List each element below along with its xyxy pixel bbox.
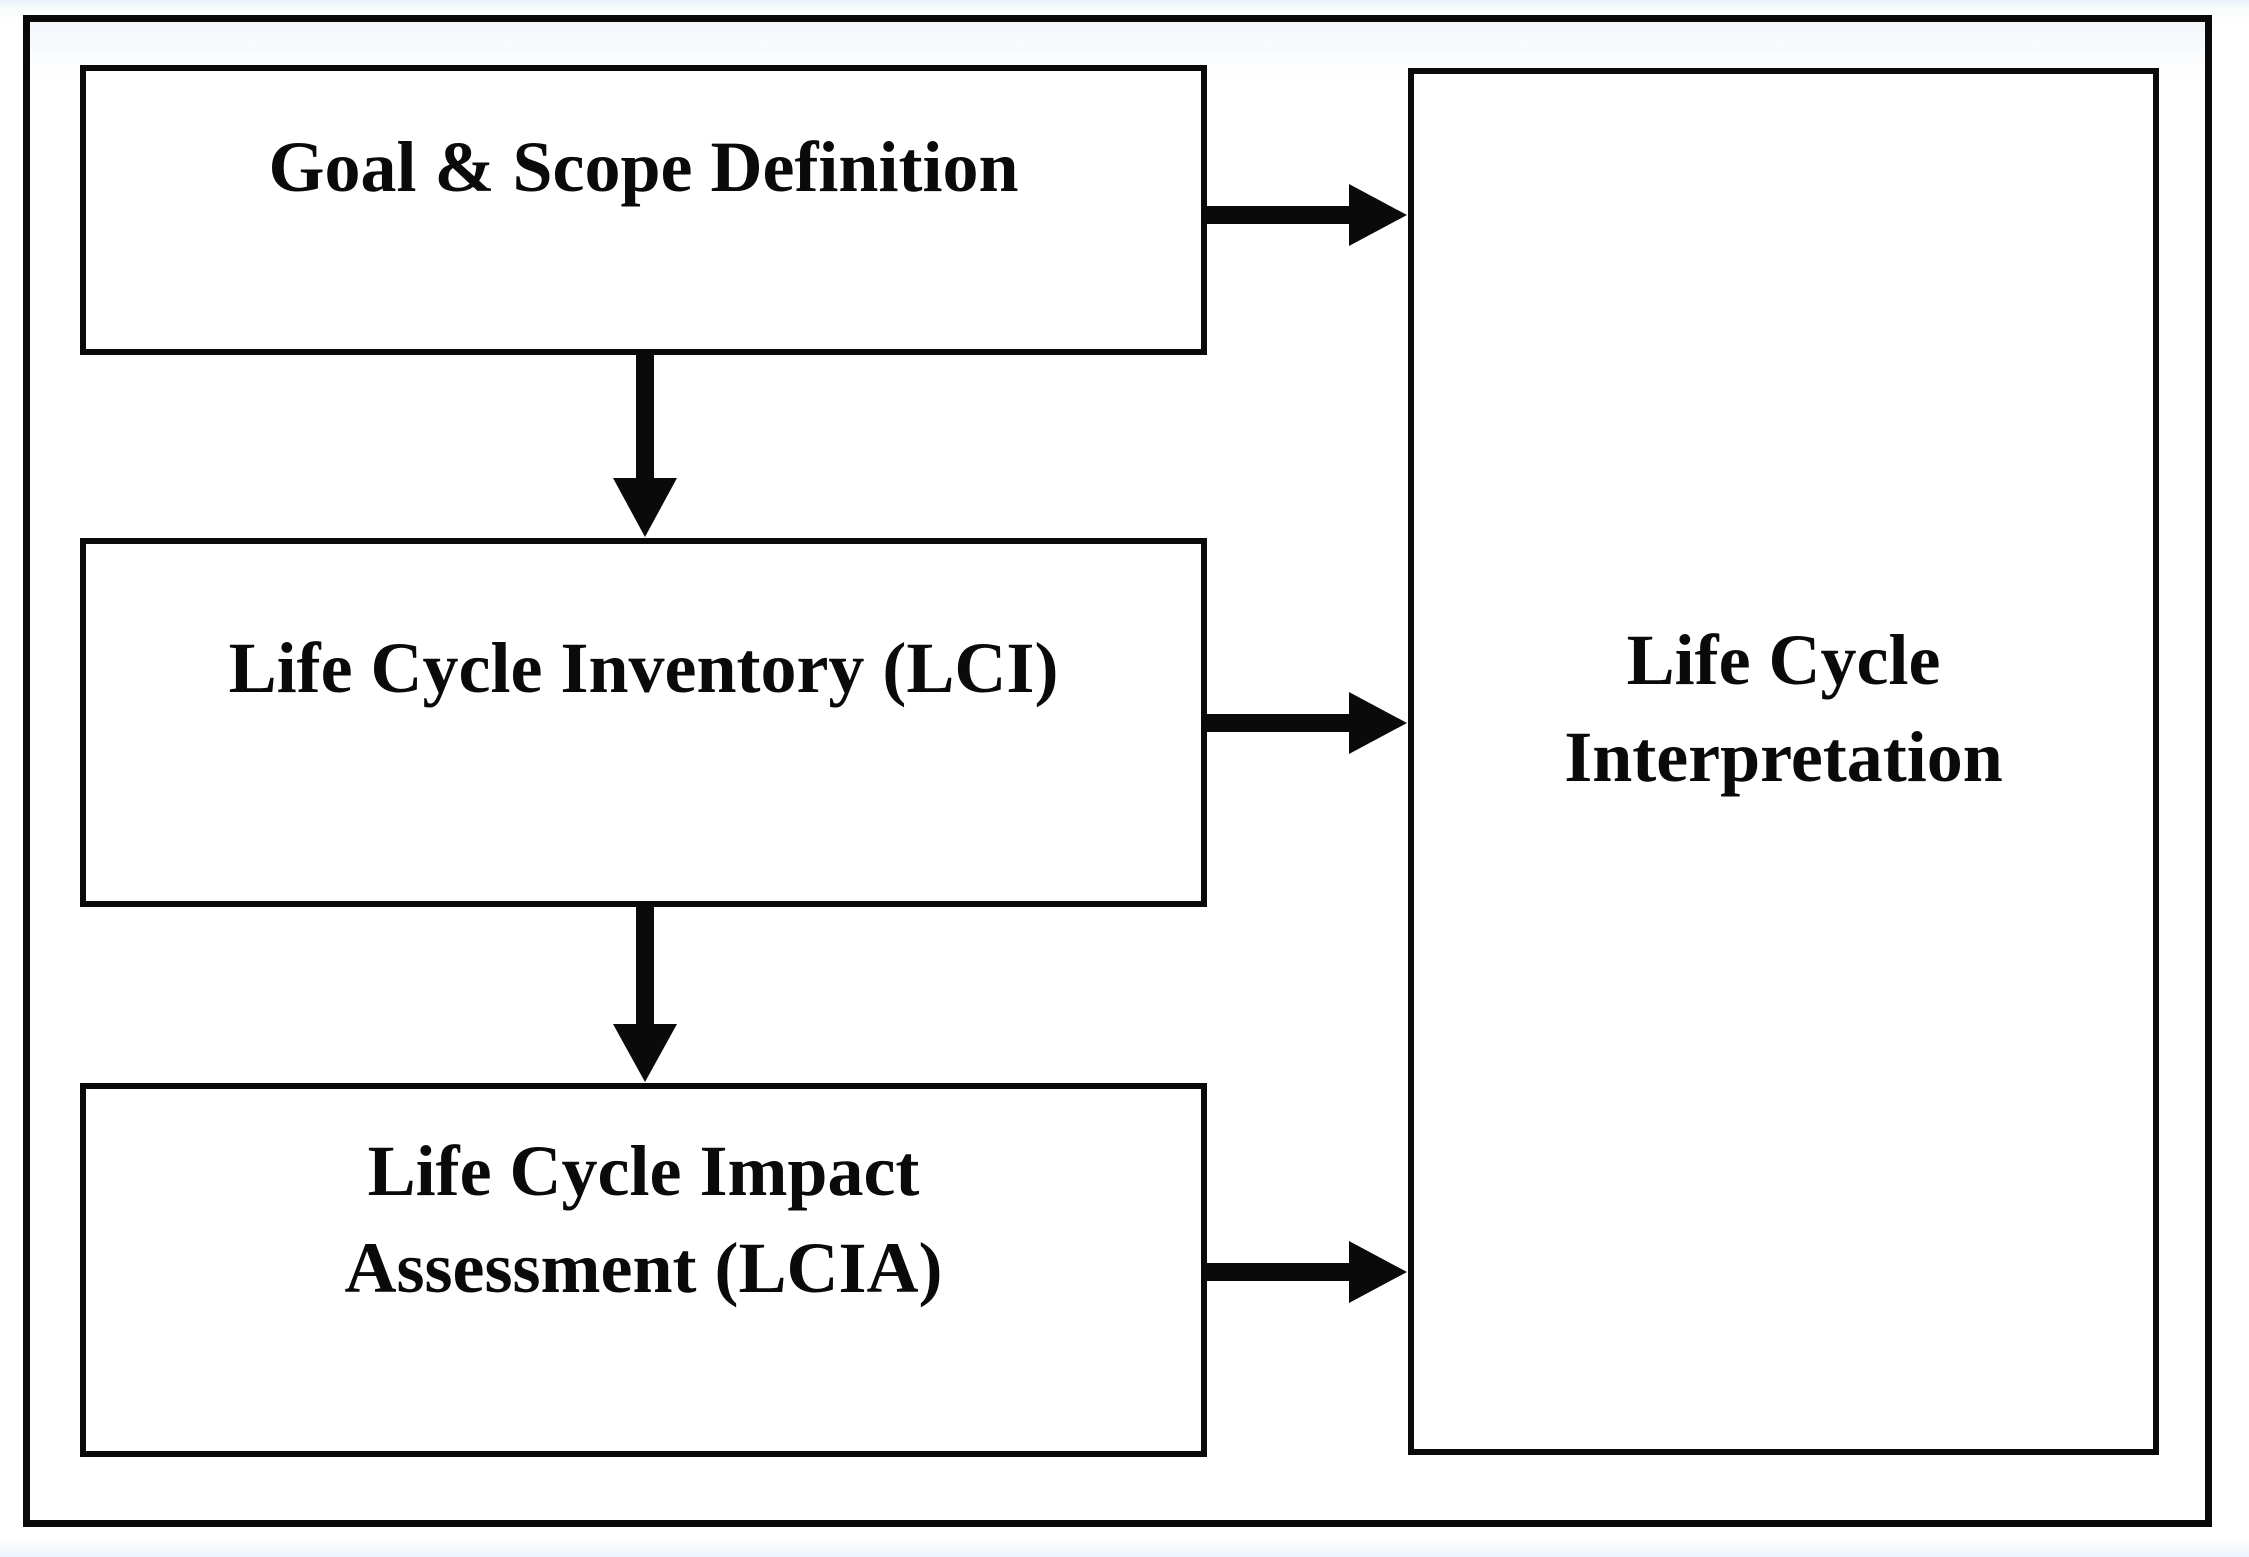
box-life-cycle-inventory-label: Life Cycle Inventory (LCI) xyxy=(228,628,1059,708)
box-life-cycle-impact-assessment-label: Life Cycle Impact Assessment (LCIA) xyxy=(344,1131,943,1308)
box-life-cycle-interpretation-label: Life Cycle Interpretation xyxy=(1564,620,2003,797)
box-goal-scope-definition-label: Goal & Scope Definition xyxy=(268,127,1019,207)
box-life-cycle-inventory: Life Cycle Inventory (LCI) xyxy=(80,538,1207,907)
box-goal-scope-definition: Goal & Scope Definition xyxy=(80,65,1207,355)
box-life-cycle-impact-assessment: Life Cycle Impact Assessment (LCIA) xyxy=(80,1083,1207,1457)
box-life-cycle-interpretation: Life Cycle Interpretation xyxy=(1408,68,2159,1455)
